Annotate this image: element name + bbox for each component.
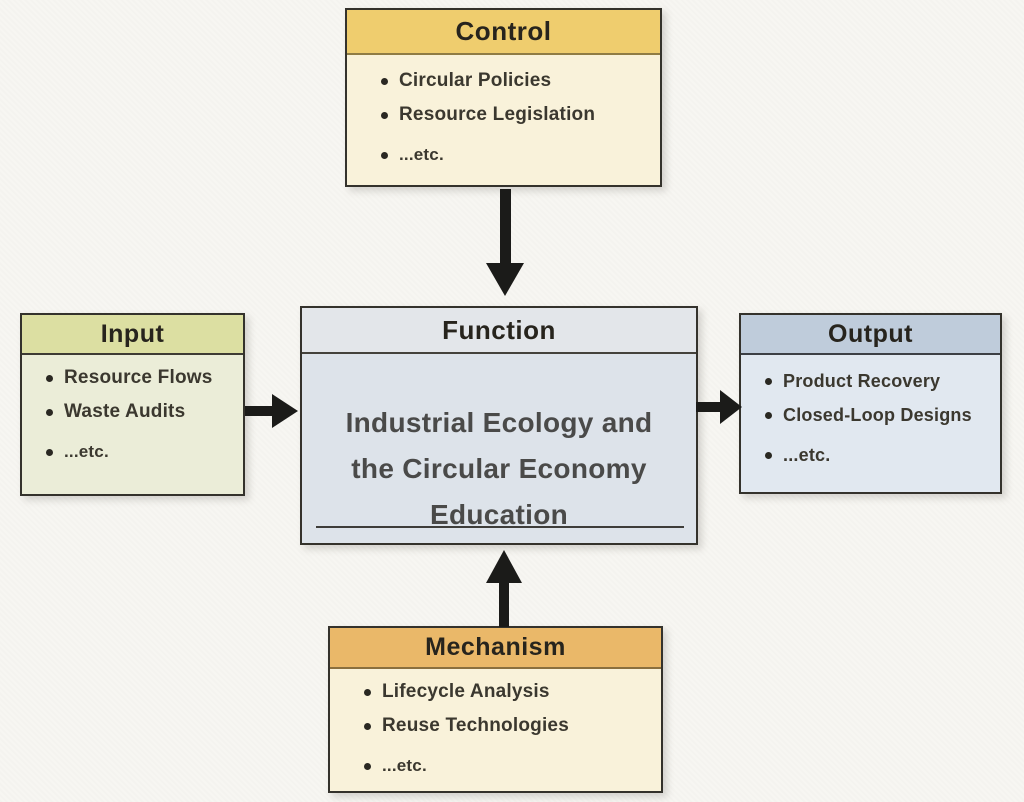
function-text-line: Education (429, 499, 569, 530)
input-box-title: Input (22, 315, 243, 355)
input-box-body: Resource Flows Waste Audits ...etc. (22, 355, 243, 494)
mechanism-box-body: Lifecycle Analysis Reuse Technologies ..… (330, 669, 661, 791)
function-box: Function Industrial Ecology and the Circ… (300, 306, 698, 545)
input-item: Resource Flows (42, 366, 235, 390)
input-box: Input Resource Flows Waste Audits ...etc… (20, 313, 245, 496)
output-box: Output Product Recovery Closed-Loop Desi… (739, 313, 1002, 494)
output-item: Product Recovery (761, 369, 992, 393)
output-item: ...etc. (761, 443, 992, 467)
input-item: Waste Audits (42, 400, 235, 424)
mechanism-item: Reuse Technologies (360, 714, 653, 738)
control-box-body: Circular Policies Resource Legislation .… (347, 55, 660, 185)
function-box-body: Industrial Ecology and the Circular Econ… (302, 354, 696, 543)
input-to-function-arrow (245, 394, 298, 428)
control-item: Circular Policies (377, 69, 652, 93)
function-text-line: the Circular Economy (351, 453, 647, 484)
function-to-output-arrow (696, 390, 742, 424)
mechanism-box: Mechanism Lifecycle Analysis Reuse Techn… (328, 626, 663, 793)
function-text-line: Industrial Ecology and (345, 407, 653, 438)
mechanism-to-function-arrow (486, 550, 522, 627)
input-item: ...etc. (42, 440, 235, 464)
output-box-body: Product Recovery Closed-Loop Designs ...… (741, 355, 1000, 492)
function-box-title: Function (302, 308, 696, 354)
control-item: Resource Legislation (377, 103, 652, 127)
mechanism-box-title: Mechanism (330, 628, 661, 669)
control-box-title: Control (347, 10, 660, 55)
function-underline (316, 526, 684, 528)
output-box-title: Output (741, 315, 1000, 355)
mechanism-item: ...etc. (360, 754, 653, 778)
mechanism-item: Lifecycle Analysis (360, 680, 653, 704)
control-item: ...etc. (377, 143, 652, 167)
output-item: Closed-Loop Designs (761, 403, 992, 427)
control-to-function-arrow (486, 189, 524, 296)
control-box: Control Circular Policies Resource Legis… (345, 8, 662, 187)
